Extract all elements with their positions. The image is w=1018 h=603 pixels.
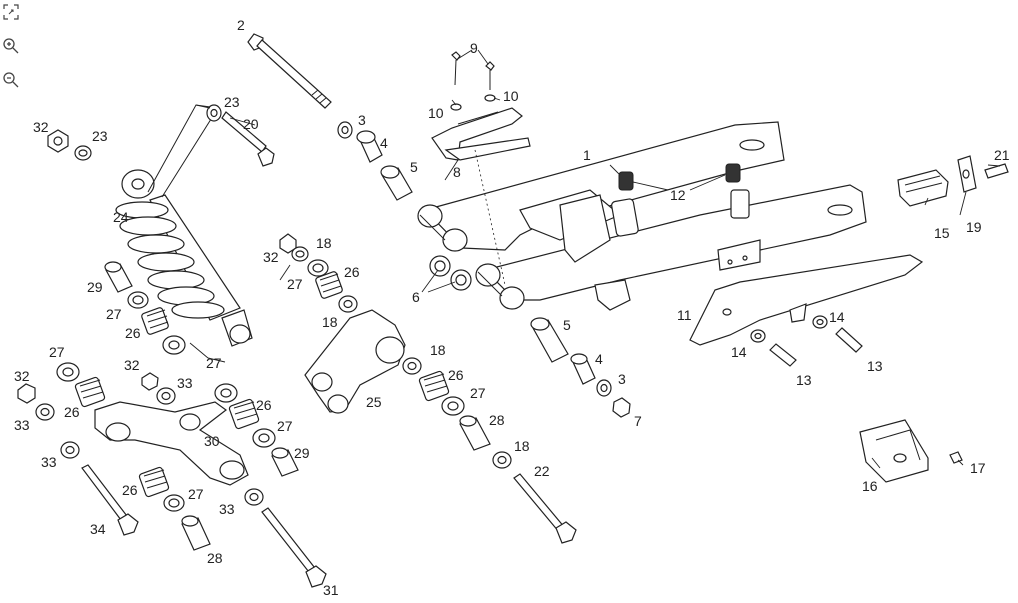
leader-lines: [189, 49, 1001, 469]
bolt-2: [247, 33, 332, 109]
callout-13: 13: [867, 358, 883, 374]
bolts-13-washers-14: [750, 315, 863, 367]
callout-labels: 1 2 3 3 4 4 5 5 6 7 8 9 10 10 11 12 13 1…: [14, 17, 1010, 598]
callout-20: 20: [243, 116, 259, 132]
callout-10: 10: [503, 88, 519, 104]
callout-33: 33: [41, 454, 57, 470]
callout-32: 32: [124, 357, 140, 373]
callout-5: 5: [563, 317, 571, 333]
shock-absorber-24: [115, 104, 253, 347]
swingarm: [417, 121, 867, 311]
callout-32: 32: [33, 119, 49, 135]
callout-3: 3: [618, 371, 626, 387]
chain-slider-15-19-21: [897, 155, 1009, 207]
callout-24: 24: [113, 209, 129, 225]
callout-19: 19: [966, 219, 982, 235]
callout-28: 28: [489, 412, 505, 428]
callout-26: 26: [64, 404, 80, 420]
callout-31: 31: [323, 582, 339, 598]
callout-13: 13: [796, 372, 812, 388]
callout-26: 26: [256, 397, 272, 413]
bushing-stack-left: [104, 261, 186, 355]
callout-18: 18: [514, 438, 530, 454]
callout-5: 5: [410, 159, 418, 175]
callout-3: 3: [358, 112, 366, 128]
callout-21: 21: [994, 147, 1010, 163]
spacer-group-upper: [337, 121, 413, 201]
bushing-stack-bottom: [138, 466, 327, 588]
callout-9: 9: [470, 40, 478, 56]
bushing-stack-right: [402, 357, 577, 544]
callout-2: 2: [237, 17, 245, 33]
callout-6: 6: [412, 289, 420, 305]
callout-12: 12: [670, 187, 686, 203]
callout-16: 16: [862, 478, 878, 494]
callout-28: 28: [207, 550, 223, 566]
callout-27: 27: [277, 418, 293, 434]
linkage-30: [94, 372, 249, 486]
callout-10: 10: [428, 105, 444, 121]
zoom-in-icon[interactable]: [2, 37, 20, 55]
callout-23: 23: [224, 94, 240, 110]
callout-26: 26: [122, 482, 138, 498]
fullscreen-icon[interactable]: [2, 3, 20, 21]
callout-32: 32: [263, 249, 279, 265]
bushing-stack-middle: [214, 383, 299, 477]
callout-25: 25: [366, 394, 382, 410]
spacer-group-lower: [530, 317, 631, 418]
bushing-stack-far-left: [17, 362, 139, 536]
callout-27: 27: [206, 355, 222, 371]
callout-29: 29: [87, 279, 103, 295]
callout-27: 27: [106, 306, 122, 322]
callout-4: 4: [595, 351, 603, 367]
callout-26: 26: [448, 367, 464, 383]
callout-26: 26: [125, 325, 141, 341]
callout-4: 4: [380, 135, 388, 151]
chain-guide-8: [431, 51, 531, 286]
rocker-25: [279, 233, 406, 414]
callout-23: 23: [92, 128, 108, 144]
callout-29: 29: [294, 445, 310, 461]
callout-33: 33: [177, 375, 193, 391]
callout-7: 7: [634, 413, 642, 429]
chain-guard-11: [689, 254, 924, 346]
zoom-out-icon[interactable]: [2, 71, 20, 89]
callout-27: 27: [188, 486, 204, 502]
callout-18: 18: [322, 314, 338, 330]
callout-8: 8: [453, 164, 461, 180]
callout-17: 17: [970, 460, 986, 476]
callout-11: 11: [677, 307, 692, 323]
callout-18: 18: [430, 342, 446, 358]
chain-guide-block-16: [859, 419, 963, 483]
callout-1: 1: [583, 147, 591, 163]
callout-33: 33: [14, 417, 30, 433]
callout-32: 32: [14, 368, 30, 384]
callout-33: 33: [219, 501, 235, 517]
callout-18: 18: [316, 235, 332, 251]
callout-22: 22: [534, 463, 550, 479]
callout-15: 15: [934, 225, 950, 241]
callout-14: 14: [731, 344, 747, 360]
callout-27: 27: [470, 385, 486, 401]
callout-14: 14: [829, 309, 845, 325]
callout-30: 30: [204, 433, 220, 449]
bushings-6: [429, 255, 472, 291]
callout-34: 34: [90, 521, 106, 537]
shock-bolt-20: [47, 104, 275, 167]
callout-26: 26: [344, 264, 360, 280]
callout-27: 27: [287, 276, 303, 292]
callout-27: 27: [49, 344, 65, 360]
